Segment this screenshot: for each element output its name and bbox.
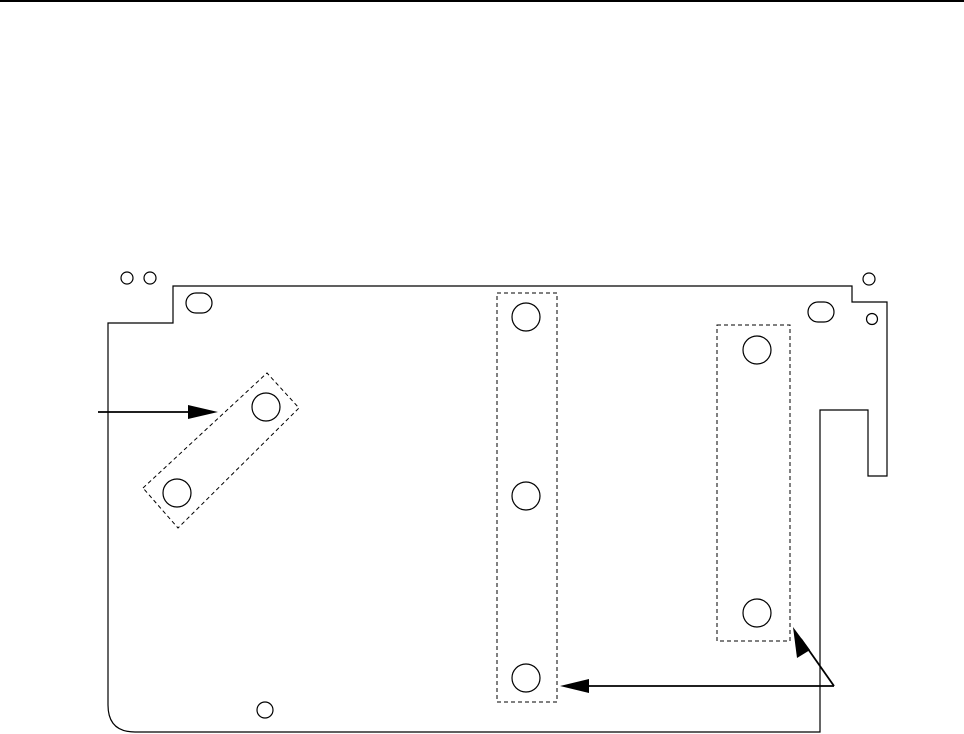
right-group-hole-bottom <box>743 599 771 627</box>
top-left-loose-hole-2 <box>144 272 156 284</box>
right-group-hole-top <box>743 336 771 364</box>
center-group-hole-middle <box>512 482 540 510</box>
right-hole-group-outline <box>717 325 790 641</box>
right-callout-arrowhead-horizontal <box>560 679 589 693</box>
top-left-loose-hole-1 <box>121 272 133 284</box>
left-callout-arrowhead <box>188 405 218 419</box>
diagonal-group-hole-upper <box>252 393 280 421</box>
right-callout-arrowhead-angled <box>793 627 810 658</box>
right-slot-hole <box>808 302 834 322</box>
left-slot-hole <box>186 293 212 313</box>
top-right-loose-hole <box>863 273 875 285</box>
diagonal-group-hole-lower <box>163 479 191 507</box>
right-small-hole <box>867 314 878 325</box>
center-group-hole-top <box>512 303 540 331</box>
center-group-hole-bottom <box>512 664 540 692</box>
bottom-small-hole <box>257 702 273 718</box>
